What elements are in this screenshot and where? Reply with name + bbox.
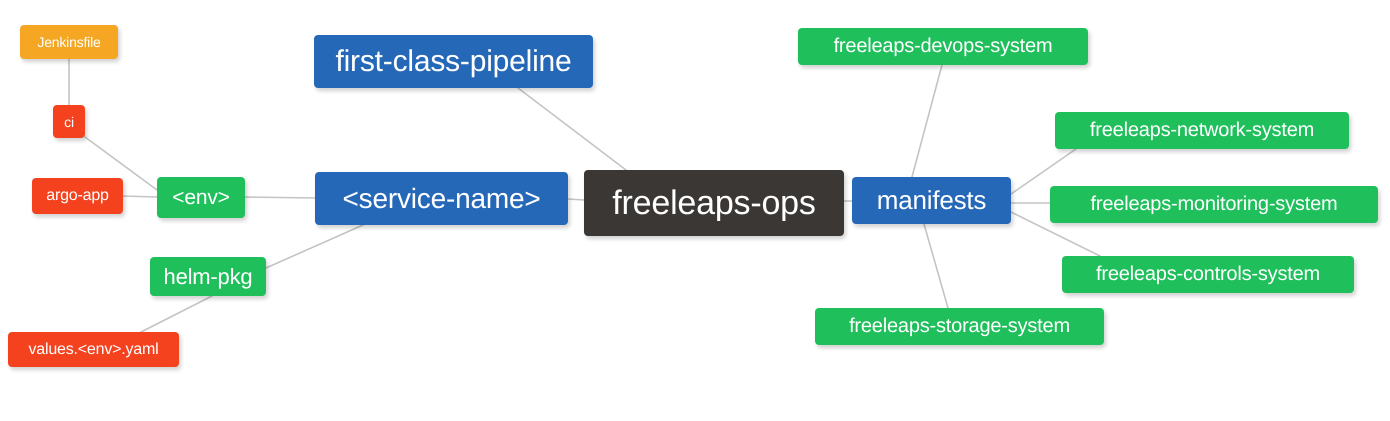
node-freeleaps-storage-system[interactable]: freeleaps-storage-system bbox=[815, 308, 1104, 345]
edge-env-to-service-name bbox=[244, 196, 316, 199]
node-freeleaps-monitoring-system[interactable]: freeleaps-monitoring-system bbox=[1050, 186, 1378, 223]
edge-helm-pkg-to-values-env-yaml bbox=[140, 295, 213, 333]
node-freeleaps-controls-system[interactable]: freeleaps-controls-system bbox=[1062, 256, 1354, 293]
node-label: Jenkinsfile bbox=[37, 34, 101, 50]
node-label: argo-app bbox=[46, 187, 109, 204]
edge-first-class-pipeline-to-freeleaps-ops bbox=[517, 87, 627, 171]
node-label: freeleaps-monitoring-system bbox=[1090, 193, 1338, 215]
node-values-env-yaml[interactable]: values.<env>.yaml bbox=[8, 332, 179, 367]
node-freeleaps-devops-system[interactable]: freeleaps-devops-system bbox=[798, 28, 1088, 65]
node-freeleaps-network-system[interactable]: freeleaps-network-system bbox=[1055, 112, 1349, 149]
edge-argo-app-to-env bbox=[122, 195, 158, 198]
node-label: <env> bbox=[172, 185, 230, 209]
node-manifests[interactable]: manifests bbox=[852, 177, 1011, 224]
edge-manifests-to-freeleaps-devops-system bbox=[911, 64, 943, 178]
node-argo-app[interactable]: argo-app bbox=[32, 178, 123, 214]
edge-service-name-to-freeleaps-ops bbox=[567, 198, 585, 201]
node-ci[interactable]: ci bbox=[53, 105, 85, 138]
node-label: freeleaps-controls-system bbox=[1096, 263, 1320, 285]
edge-manifests-to-freeleaps-storage-system bbox=[923, 223, 949, 309]
node-label: ci bbox=[64, 113, 74, 130]
node-env[interactable]: <env> bbox=[157, 177, 245, 218]
node-helm-pkg[interactable]: helm-pkg bbox=[150, 257, 266, 296]
node-label: <service-name> bbox=[342, 182, 541, 214]
node-label: freeleaps-storage-system bbox=[849, 315, 1070, 337]
node-label: freeleaps-devops-system bbox=[833, 35, 1053, 57]
node-label: values.<env>.yaml bbox=[28, 340, 159, 358]
node-freeleaps-ops[interactable]: freeleaps-ops bbox=[584, 170, 844, 236]
node-label: manifests bbox=[876, 185, 987, 215]
node-label: freeleaps-ops bbox=[612, 183, 816, 222]
node-label: freeleaps-network-system bbox=[1089, 119, 1315, 141]
node-label: helm-pkg bbox=[163, 263, 253, 289]
node-jenkinsfile[interactable]: Jenkinsfile bbox=[20, 25, 118, 59]
edge-service-name-to-helm-pkg bbox=[265, 224, 364, 269]
node-service-name[interactable]: <service-name> bbox=[315, 172, 568, 225]
node-label: first-class-pipeline bbox=[335, 44, 572, 78]
node-first-class-pipeline[interactable]: first-class-pipeline bbox=[314, 35, 593, 88]
